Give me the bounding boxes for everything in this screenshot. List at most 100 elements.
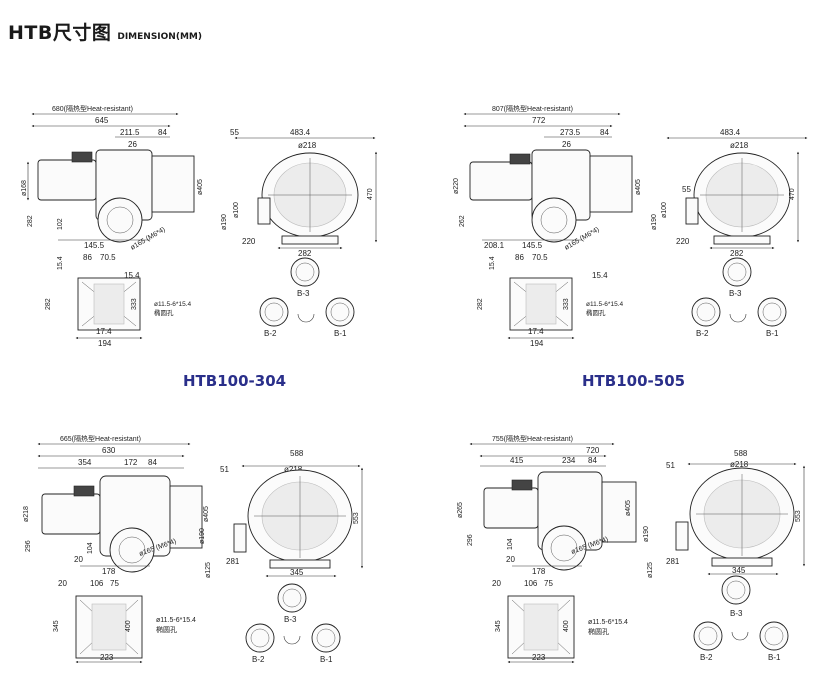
hole-spec: ø11.5-6*15.4 (154, 301, 191, 308)
label-b2: B-2 (696, 329, 709, 338)
label-b1: B-1 (320, 655, 333, 664)
dim-p-h2: 400 (563, 620, 570, 632)
model-label-htb100-505: HTB100-505 (582, 372, 686, 390)
dim-a: 354 (78, 458, 92, 467)
label-b2: B-2 (252, 655, 265, 664)
dim-foot-left: 281 (666, 557, 680, 566)
dim-overall-heat: 665(隔热型Heat-resistant) (60, 434, 141, 443)
dim-foot-w: 345 (732, 566, 746, 575)
dim-total: 720 (586, 446, 600, 455)
label-b1: B-1 (766, 329, 779, 338)
dim-p-a: 86 (515, 253, 524, 262)
hole-spec: ø11.5-6*15.4 (156, 617, 196, 624)
drawing-htb100-304: 680(隔热型Heat-resistant) 645 211.5 84 26 ø… (21, 104, 378, 348)
front-base (281, 235, 339, 245)
dim-outlet: ø218 (298, 141, 317, 150)
dim-h5: ø190 (221, 214, 228, 230)
label-b3: B-3 (729, 289, 742, 298)
terminal-box (511, 479, 533, 491)
inlet-flange (541, 525, 587, 571)
dim-left-top: 51 (666, 461, 675, 470)
hole-spec: ø11.5-6*15.4 (586, 301, 623, 308)
motor-body (37, 159, 97, 201)
dim-outlet: ø218 (284, 465, 303, 474)
drawing-htb100-505: 807(隔热型Heat-resistant) 772 273.5 84 26 ø… (453, 104, 808, 348)
view-b3 (721, 575, 751, 605)
label-b2: B-2 (700, 653, 713, 662)
front-base (269, 559, 331, 569)
dim-p-side: 15.4 (592, 271, 608, 280)
rotation-arrow (297, 313, 315, 323)
view-b1 (757, 297, 787, 327)
view-b1 (325, 297, 355, 327)
dim-p-b: 70.5 (100, 253, 116, 262)
rotation-arrow (729, 313, 747, 323)
label-b1: B-1 (768, 653, 781, 662)
label-b3: B-3 (297, 289, 310, 298)
hole-spec-cn: 椭圆孔 (154, 308, 174, 317)
dim-base-left: 102 (57, 218, 64, 230)
dim-base-a: 20 (74, 555, 83, 564)
dim-h1: ø265 (457, 502, 464, 518)
dim-left-top: 55 (682, 185, 691, 194)
inlet-flange (97, 197, 143, 243)
view-b3 (277, 583, 307, 613)
dim-p-h2: 400 (125, 620, 132, 632)
dim-h2: 296 (467, 534, 474, 546)
dim-p-w: 194 (98, 339, 112, 348)
dim-total: 630 (102, 446, 116, 455)
dim-h1: ø218 (23, 506, 30, 522)
dim-c: 84 (588, 456, 597, 465)
label-b2: B-2 (264, 329, 277, 338)
dim-p-side: 15.4 (124, 271, 140, 280)
dim-h4: ø100 (661, 202, 668, 218)
dim-overall-heat: 755(隔热型Heat-resistant) (492, 434, 573, 443)
dim-p-h: 345 (495, 620, 502, 632)
dim-p-h2: 333 (563, 298, 570, 310)
view-b3 (722, 257, 752, 287)
dim-base-b: 145.5 (522, 241, 543, 250)
dim-h4: ø190 (643, 526, 650, 542)
inlet-pipe (233, 523, 247, 553)
dim-c: 26 (562, 140, 571, 149)
dim-overall-heat: 807(隔热型Heat-resistant) (492, 104, 573, 113)
drawing-lower-left: 665(隔热型Heat-resistant) 630 354 172 84 ø2… (23, 434, 364, 664)
outlet-duct (151, 155, 195, 213)
terminal-box (509, 153, 531, 165)
dim-c: 84 (148, 458, 157, 467)
dim-h4: ø100 (233, 202, 240, 218)
outlet-duct (589, 155, 633, 213)
inlet-pipe (685, 197, 699, 225)
dim-p-h: 282 (45, 298, 52, 310)
label-b3: B-3 (730, 609, 743, 618)
dim-base-a: 208.1 (484, 241, 505, 250)
dim-h1: ø220 (453, 178, 460, 194)
front-base (713, 235, 771, 245)
hole-spec: ø11.5-6*15.4 (588, 619, 628, 626)
dim-h1: ø168 (21, 180, 28, 196)
dim-p-w: 194 (530, 339, 544, 348)
dim-width: 483.4 (720, 128, 741, 137)
dim-p-w: 223 (532, 653, 546, 662)
rotation-arrow (283, 635, 301, 645)
dim-outlet: ø218 (730, 141, 749, 150)
dim-p-top: 15.4 (489, 256, 496, 270)
dim-base-b: 178 (102, 567, 116, 576)
view-b2 (691, 297, 721, 327)
dim-h3: ø405 (635, 179, 642, 195)
dim-p-top: 15.4 (57, 256, 64, 270)
hole-spec-cn: 椭圆孔 (156, 625, 177, 634)
terminal-box (73, 485, 95, 497)
inlet-flange (531, 197, 577, 243)
page-header: HTB尺寸图 DIMENSION(MM) (8, 18, 202, 45)
front-base (711, 557, 773, 567)
outlet-duct (169, 485, 203, 549)
dim-height: 470 (789, 188, 796, 200)
dim-b: 234 (562, 456, 576, 465)
dim-total: 645 (95, 116, 109, 125)
motor-body (483, 487, 539, 529)
dim-foot-left: 220 (676, 237, 690, 246)
dim-p-h2: 333 (131, 298, 138, 310)
rotation-arrow (731, 631, 749, 641)
view-b3 (290, 257, 320, 287)
